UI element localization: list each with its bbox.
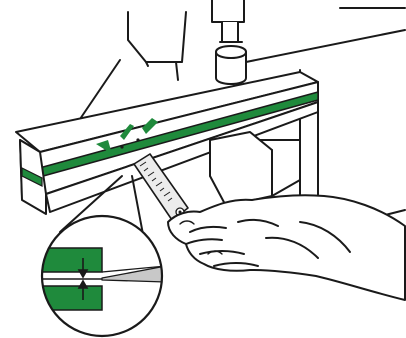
magnifier-inset-icon: [40, 216, 166, 336]
hand-icon: [168, 195, 405, 300]
support-block: [210, 132, 272, 206]
spindle: [212, 0, 246, 84]
